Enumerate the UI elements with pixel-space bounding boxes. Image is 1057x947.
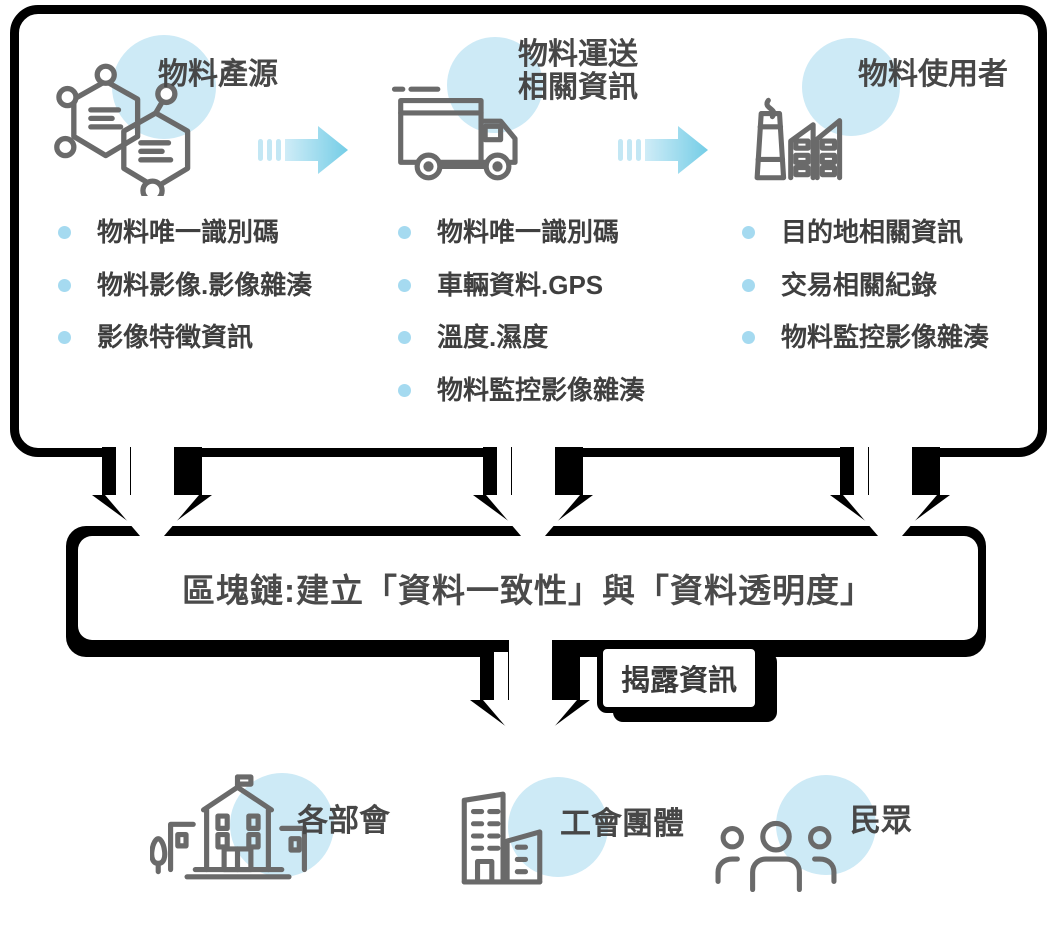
list-item: 交易相關紀錄 [742,271,937,300]
list-item: 目的地相關資訊 [742,218,963,247]
down-arrow-connector-icon [470,638,590,755]
accent-circle [447,37,543,133]
bottom-label-ministries: 各部會 [297,803,390,838]
truck-icon [391,86,518,181]
list-item: 物料監控影像雜湊 [742,323,989,352]
bullet-dot-icon [398,384,411,397]
flow-arrow-right-icon [258,126,348,174]
accent-circle [802,38,900,136]
people-icon [715,820,837,892]
factory-icon [754,97,843,181]
bullet-dot-icon [742,279,755,292]
list-item: 物料影像.影像雜湊 [58,271,312,300]
bullet-dot-icon [398,279,411,292]
list-item-label: 物料唯一識別碼 [97,217,280,247]
list-item: 影像特徵資訊 [58,323,253,352]
down-arrow-connector-icon [92,433,212,550]
bullet-dot-icon [58,226,71,239]
blockchain-bar-label: 區塊鏈:建立「資料一致性」與「資料透明度」 [182,572,874,609]
list-item-label: 影像特徵資訊 [97,322,254,352]
bullet-dot-icon [742,226,755,239]
column-title-source: 物料產源 [158,58,278,91]
list-item: 車輛資料.GPS [398,271,603,300]
list-item-label: 溫度.濕度 [437,322,549,352]
list-item-label: 目的地相關資訊 [781,217,964,247]
list-item: 溫度.濕度 [398,323,548,352]
bullet-dot-icon [58,331,71,344]
list-item: 物料監控影像雜湊 [398,376,645,405]
list-item-label: 交易相關紀錄 [781,270,938,300]
column-title-user: 物料使用者 [858,58,1008,91]
bullet-dot-icon [398,226,411,239]
list-item-label: 車輛資料.GPS [437,270,604,300]
down-arrow-connector-icon [830,433,950,550]
bullet-dot-icon [742,331,755,344]
office-buildings-icon [461,791,543,885]
disclosure-label-box: 揭露資訊 [597,643,761,713]
list-item-label: 物料唯一識別碼 [437,217,620,247]
list-item-label: 物料監控影像雜湊 [781,322,990,352]
down-arrow-connector-icon [473,433,593,550]
list-item: 物料唯一識別碼 [58,218,279,247]
list-item-label: 物料監控影像雜湊 [437,375,646,405]
list-item: 物料唯一識別碼 [398,218,619,247]
blockchain-bar: 區塊鏈:建立「資料一致性」與「資料透明度」 [78,536,978,640]
list-item-label: 物料影像.影像雜湊 [97,270,313,300]
bottom-label-public: 民眾 [850,803,912,838]
bullet-dot-icon [58,279,71,292]
bullet-dot-icon [398,331,411,344]
disclosure-label: 揭露資訊 [620,665,737,697]
column-title-transport: 物料運送 相關資訊 [518,38,638,104]
government-building-icon [150,774,307,880]
flow-arrow-right-icon [618,126,708,174]
bottom-label-unions: 工會團體 [560,806,684,841]
molecule-icon [54,63,191,196]
